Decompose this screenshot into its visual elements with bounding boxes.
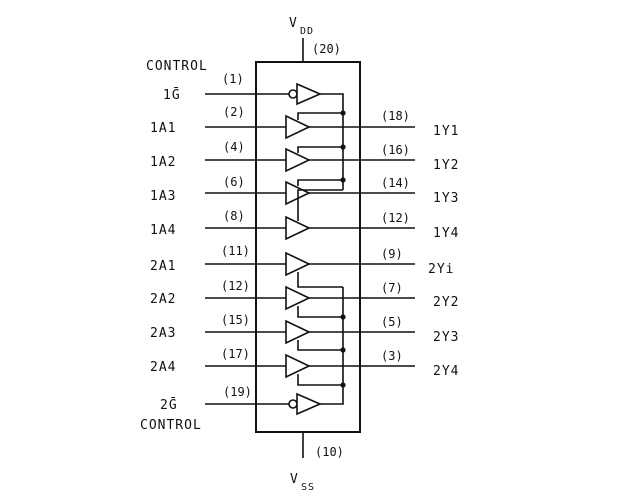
- buffer-2a2: [285, 285, 311, 311]
- enable-1-inversion-bubble: [288, 89, 298, 99]
- output-pin-1y2: (16): [381, 143, 410, 157]
- group-1-row-4: 1A4 (8) (12) 1Y4: [150, 189, 459, 241]
- output-pin-1y1: (18): [381, 109, 410, 123]
- enable-tap-2a4: [297, 374, 343, 386]
- ic-package-outline: [255, 61, 361, 433]
- output-pin-2y3: (5): [381, 315, 403, 329]
- junction-1a3: [340, 177, 346, 183]
- output-label-1y3: 1Y3: [433, 191, 459, 206]
- buffer-1a2: [285, 147, 311, 173]
- group-1-row-2: 1A2 (4) (16) 1Y2: [150, 140, 459, 173]
- output-label-2y2: 2Y2: [433, 295, 459, 310]
- output-label-1y4: 1Y4: [433, 226, 459, 241]
- input-label-2a2: 2A2: [150, 292, 176, 307]
- group-2-row-4: 2A4 (17) (3) 2Y4: [150, 347, 459, 388]
- enable-tap-1a1: [297, 112, 343, 120]
- output-label-2y1: 2Yi: [428, 262, 454, 277]
- enable-tap-2a3: [297, 340, 343, 351]
- vdd-subscript: DD: [300, 26, 314, 37]
- vdd-label: V: [289, 16, 298, 31]
- input-label-1a3: 1A3: [150, 189, 176, 204]
- input-pin-2a2: (12): [221, 279, 250, 293]
- output-pin-2y1: (9): [381, 247, 403, 261]
- enable-1-label: 1Ḡ: [163, 88, 181, 103]
- input-pin-2a4: (17): [221, 347, 250, 361]
- enable-2-inversion-bubble: [288, 399, 298, 409]
- junction-2a4: [340, 382, 346, 388]
- vdd-pin-number: (20): [312, 42, 341, 56]
- input-label-1a4: 1A4: [150, 223, 176, 238]
- enable-tap-1a3: [297, 179, 343, 186]
- output-pin-1y3: (14): [381, 176, 410, 190]
- output-label-2y3: 2Y3: [433, 330, 459, 345]
- output-label-1y2: 1Y2: [433, 158, 459, 173]
- buffer-1a4: [285, 215, 311, 241]
- enable-1-bus: [320, 93, 344, 190]
- enable-2-pin-number: (19): [223, 385, 252, 399]
- junction-2a2: [340, 314, 346, 320]
- junction-1a1: [340, 110, 346, 116]
- junction-1a2: [340, 144, 346, 150]
- enable-tap-1a2: [297, 146, 343, 153]
- input-label-1a1: 1A1: [150, 121, 176, 136]
- input-label-2a3: 2A3: [150, 326, 176, 341]
- vss-label: V: [290, 472, 299, 487]
- input-pin-1a3: (6): [223, 175, 245, 189]
- group-2-row-1: 2A1 (11) (9) 2Yi: [150, 244, 454, 288]
- group-1-row-3: 1A3 (6) (14) 1Y3: [150, 175, 459, 206]
- enable-2-bus: [320, 287, 344, 405]
- input-label-2a1: 2A1: [150, 259, 176, 274]
- input-label-1a2: 1A2: [150, 155, 176, 170]
- output-label-1y1: 1Y1: [433, 124, 459, 139]
- input-pin-1a2: (4): [223, 140, 245, 154]
- enable-2-buffer: [296, 392, 323, 416]
- input-label-2a4: 2A4: [150, 360, 176, 375]
- output-label-2y4: 2Y4: [433, 364, 459, 379]
- control-label-top: CONTROL: [146, 59, 208, 74]
- vss-pin-number: (10): [315, 445, 344, 459]
- group-2-row-3: 2A3 (15) (5) 2Y3: [150, 313, 459, 353]
- enable-1-buffer: [296, 82, 323, 106]
- group-1-row-1: 1A1 (2) (18) 1Y1: [150, 105, 459, 140]
- buffer-2a3: [285, 319, 311, 345]
- enable-1-pin-number: (1): [222, 72, 244, 86]
- enable-tap-2a2: [297, 306, 343, 318]
- buffer-2a4: [285, 353, 311, 379]
- junction-2a3: [340, 347, 346, 353]
- input-pin-2a3: (15): [221, 313, 250, 327]
- input-pin-2a1: (11): [221, 244, 250, 258]
- enable-tap-1a4: [297, 189, 343, 221]
- output-pin-1y4: (12): [381, 211, 410, 225]
- input-pin-1a1: (2): [223, 105, 245, 119]
- buffer-1a1: [285, 114, 311, 140]
- enable-tap-2a1: [297, 272, 343, 288]
- vss-subscript: SS: [301, 482, 315, 493]
- input-pin-1a4: (8): [223, 209, 245, 223]
- buffer-2a1: [285, 251, 311, 277]
- enable-2-label: 2Ḡ: [160, 398, 178, 413]
- control-label-bottom: CONTROL: [140, 418, 202, 433]
- output-pin-2y4: (3): [381, 349, 403, 363]
- output-pin-2y2: (7): [381, 281, 403, 295]
- group-2-row-2: 2A2 (12) (7) 2Y2: [150, 279, 459, 320]
